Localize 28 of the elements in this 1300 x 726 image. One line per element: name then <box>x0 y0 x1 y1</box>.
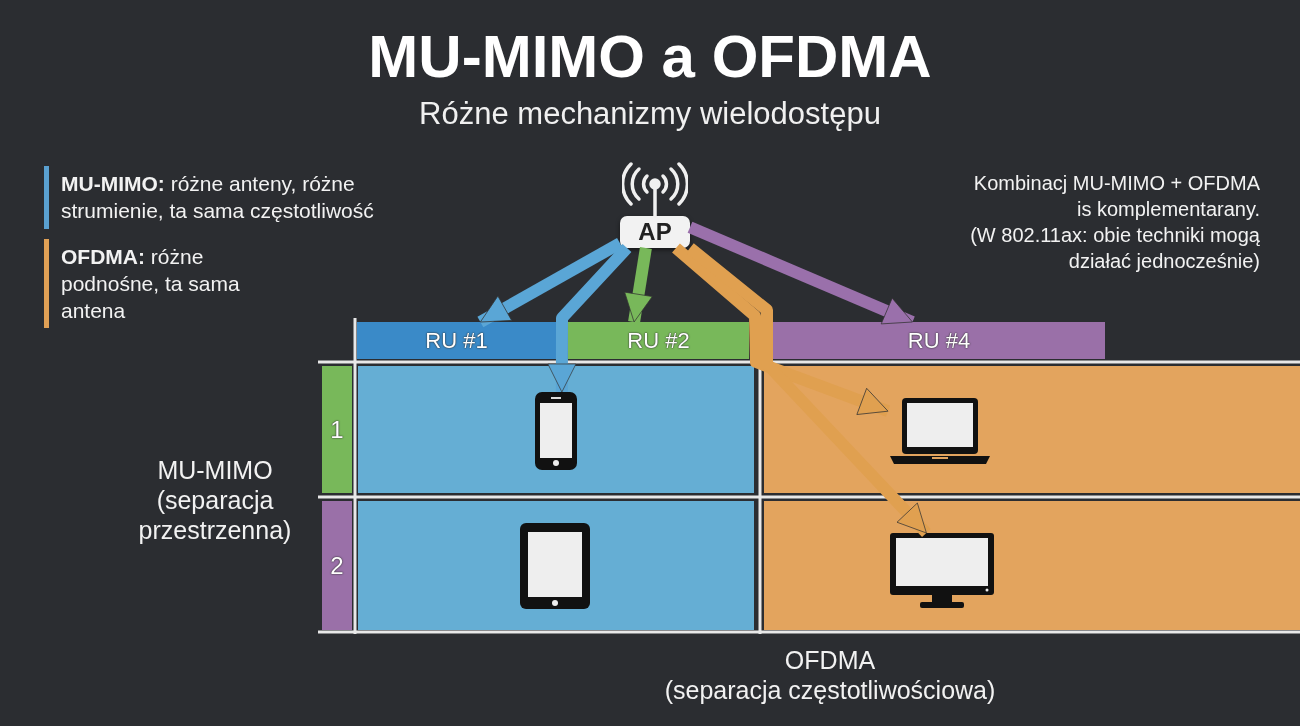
resource-unit-header: RU #1 <box>357 322 556 359</box>
arrow <box>672 243 891 417</box>
smartphone-icon <box>535 392 577 470</box>
grid-cell <box>358 501 754 630</box>
subtitle: Różne mechanizmy wielodostępu <box>419 96 881 132</box>
arrow <box>547 243 632 393</box>
arrow <box>687 221 915 328</box>
grid-cell <box>764 501 1300 630</box>
laptop-icon <box>888 398 992 464</box>
monitor-icon <box>890 533 994 609</box>
grid-cell <box>358 366 754 493</box>
access-point-box: AP <box>620 216 690 248</box>
legend-text: OFDMA: różne podnośne, ta sama antena <box>61 243 241 325</box>
grid-cell <box>764 366 1300 493</box>
axis-label: OFDMA (separacja częstotliwościowa) <box>663 645 997 705</box>
tablet-icon <box>520 523 590 609</box>
arrow <box>624 247 653 323</box>
arrow <box>477 237 623 328</box>
arrow <box>686 243 931 538</box>
legend-text: MU-MIMO: różne anteny, różne strumienie, ta sama częstotliwość <box>61 171 375 225</box>
note-text: Kombinacj MU-MIMO + OFDMA is komplementarany. <box>972 171 1260 222</box>
note-text: (W 802.11ax: obie techniki mogą działać jednocześnie) <box>969 223 1260 274</box>
axis-label: MU-MIMO (separacja przestrzenna) <box>137 455 293 545</box>
resource-unit-header: RU #4 <box>773 322 1105 359</box>
title: MU-MIMO a OFDMA <box>368 22 932 91</box>
row-label: 2 <box>322 501 352 630</box>
row-label: 1 <box>322 366 352 493</box>
resource-unit-header: RU #2 <box>568 322 749 359</box>
